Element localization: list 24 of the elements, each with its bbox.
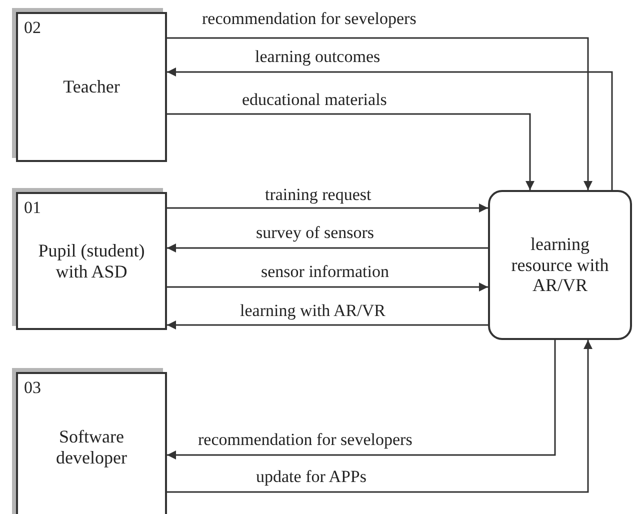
node-label: Pupil (student) with ASD [37, 240, 146, 282]
arrow [167, 68, 613, 190]
arrow [167, 340, 592, 493]
edge-label: update for APPs [254, 468, 368, 487]
edge-label: learning outcomes [253, 48, 382, 67]
arrow [167, 244, 488, 252]
edge-label: learning with AR/VR [238, 302, 388, 321]
edge-label: survey of sensors [254, 224, 376, 243]
edge-label: recommendation for sevelopers [196, 431, 414, 450]
arrow [167, 113, 534, 190]
arrow [167, 340, 556, 460]
arrow [167, 204, 488, 212]
node-number: 01 [24, 198, 41, 218]
arrow [167, 282, 488, 292]
arrow [167, 37, 592, 190]
edge-label: recommendation for sevelopers [200, 10, 418, 29]
node-label: Software developer [55, 426, 128, 468]
edge-label: training request [263, 186, 374, 205]
node-label: learning resource with AR/VR [510, 234, 610, 296]
resource-box [488, 190, 632, 340]
node-number: 02 [24, 18, 41, 38]
arrow [167, 320, 488, 330]
node-number: 03 [24, 378, 41, 398]
node-label: Teacher [62, 76, 121, 98]
